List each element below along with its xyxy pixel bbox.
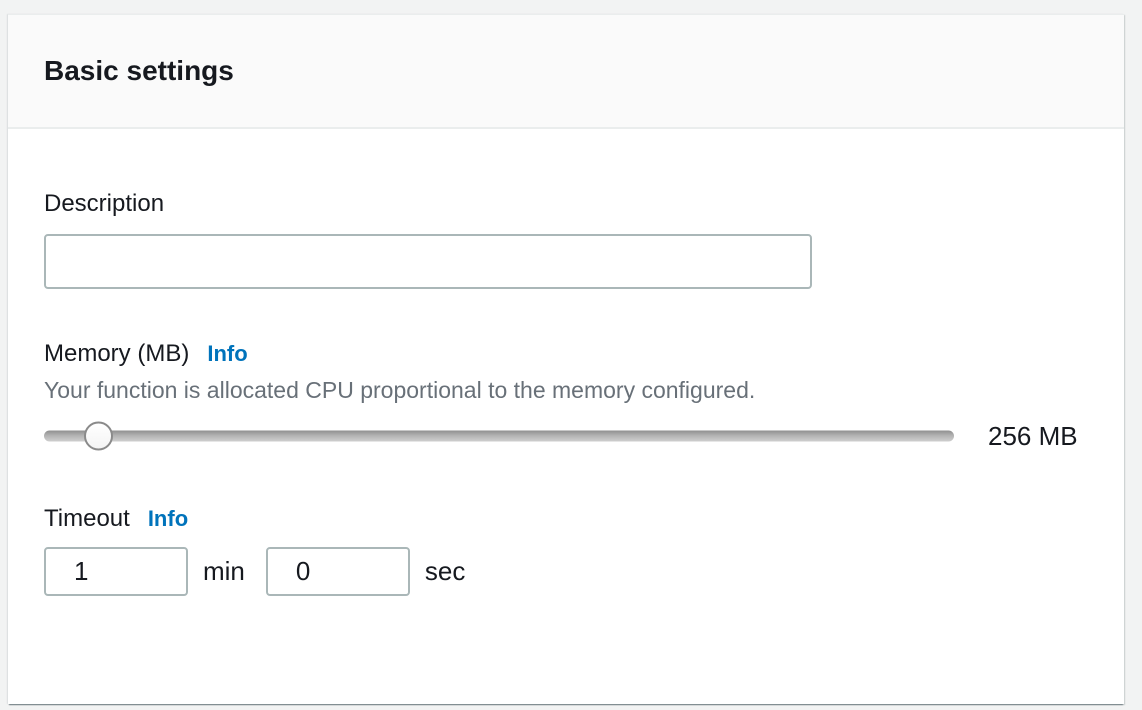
basic-settings-panel: Basic settings Description Memory (MB) I… <box>8 14 1124 704</box>
memory-slider-row: 256 MB <box>44 420 1088 452</box>
panel-body: Description Memory (MB) Info Your functi… <box>8 129 1124 596</box>
memory-slider-track[interactable] <box>44 430 954 442</box>
timeout-seconds-unit: sec <box>424 556 466 586</box>
memory-slider-handle[interactable] <box>84 421 113 451</box>
memory-value: 256 MB <box>988 420 1078 451</box>
timeout-inputs-row: min sec <box>44 547 1088 596</box>
memory-field: Memory (MB) Info Your function is alloca… <box>44 340 1088 452</box>
memory-help-text: Your function is allocated CPU proportio… <box>44 377 756 403</box>
timeout-minutes-unit: min <box>203 556 245 586</box>
timeout-info-link[interactable]: Info <box>147 506 189 531</box>
panel-title: Basic settings <box>44 55 234 86</box>
memory-label-row: Memory (MB) Info <box>44 340 1088 368</box>
memory-slider[interactable] <box>44 420 954 452</box>
timeout-label: Timeout <box>44 505 130 532</box>
timeout-field: Timeout Info min sec <box>44 505 1088 596</box>
description-field: Description <box>44 190 1088 289</box>
memory-label: Memory (MB) <box>44 340 190 367</box>
memory-info-link[interactable]: Info <box>207 341 248 366</box>
timeout-label-row: Timeout Info <box>44 505 1088 533</box>
panel-header: Basic settings <box>8 15 1124 129</box>
description-input[interactable] <box>44 234 812 289</box>
timeout-minutes-input[interactable] <box>44 547 188 596</box>
timeout-seconds-input[interactable] <box>265 547 410 596</box>
description-label: Description <box>44 190 165 217</box>
